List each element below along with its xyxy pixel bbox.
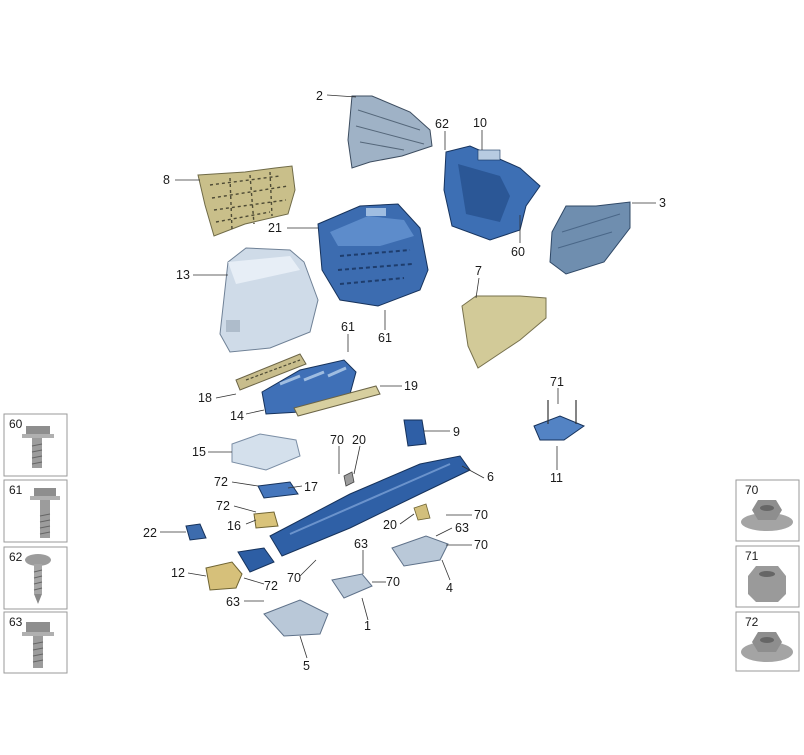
fastener-box-60: 60: [3, 413, 68, 477]
flange-bolt-icon: [22, 426, 54, 468]
callout-3: 3: [659, 196, 666, 210]
callout-72-top: 72: [214, 475, 228, 489]
callout-14: 14: [230, 409, 244, 423]
part-18-foam-strip[interactable]: [235, 353, 307, 391]
svg-text:70: 70: [745, 483, 759, 497]
callout-5: 5: [303, 659, 310, 673]
svg-text:71: 71: [745, 549, 759, 563]
fastener-box-71: 71: [735, 545, 800, 608]
callout-16: 16: [227, 519, 241, 533]
part-9-bracket[interactable]: [403, 419, 427, 447]
callout-11: 11: [550, 471, 563, 485]
callout-6: 6: [487, 470, 494, 484]
svg-text:63: 63: [9, 615, 23, 629]
callout-12: 12: [171, 566, 185, 580]
fastener-legend-left: 60 61 62: [3, 413, 68, 674]
callout-22: 22: [143, 526, 157, 540]
fastener-box-62: 62: [3, 546, 68, 610]
part-14-tray[interactable]: [261, 359, 357, 415]
part-2-side-panel[interactable]: [347, 95, 433, 169]
callout-70-center: 70: [386, 575, 400, 589]
part-3-side-panel-right[interactable]: [549, 201, 631, 275]
callout-62: 62: [435, 117, 449, 131]
callout-20-mid: 20: [383, 518, 397, 532]
hex-bolt-icon: [22, 622, 54, 668]
svg-text:61: 61: [9, 483, 23, 497]
callout-70-top: 70: [330, 433, 344, 447]
leader-lines: [160, 94, 656, 659]
callout-71: 71: [550, 375, 564, 389]
callout-19: 19: [404, 379, 418, 393]
flange-bolt-long-icon: [30, 488, 60, 538]
callout-60: 60: [511, 245, 525, 259]
part-17-bracket[interactable]: [257, 481, 299, 499]
part-7-trim-pad[interactable]: [461, 295, 547, 369]
fastener-box-63: 63: [3, 611, 68, 674]
callout-numbers: 2 8 62 10 60 3 21 13 7 61 61 18 19 14 9 …: [143, 89, 666, 673]
fastener-box-72: 72: [735, 611, 800, 672]
svg-text:72: 72: [745, 615, 759, 629]
part-11-mounting-bracket[interactable]: [533, 400, 586, 441]
hex-nut-icon: [748, 566, 786, 602]
callout-18: 18: [198, 391, 212, 405]
part-15-cover[interactable]: [231, 433, 301, 471]
callout-70-right-mid: 70: [474, 538, 488, 552]
part-20-clip-upper[interactable]: [343, 471, 355, 487]
callout-72-bottom: 72: [264, 579, 278, 593]
part-19-trim-strip[interactable]: [293, 385, 381, 417]
callout-63-left: 63: [226, 595, 240, 609]
flange-nut-icon: [741, 500, 793, 531]
callout-70-right-top: 70: [474, 508, 488, 522]
callout-7: 7: [475, 264, 482, 278]
fastener-legend-right: 70 71 72: [735, 479, 800, 672]
callout-9: 9: [453, 425, 460, 439]
part-8-insulation-panel[interactable]: [197, 165, 296, 237]
callout-10: 10: [473, 116, 487, 130]
callout-63-center: 63: [354, 537, 368, 551]
callout-70-left: 70: [287, 571, 301, 585]
part-1-mounting-plate[interactable]: [331, 573, 373, 599]
svg-text:62: 62: [9, 550, 23, 564]
callout-8: 8: [163, 173, 170, 187]
callout-61-top: 61: [341, 320, 355, 334]
part-20-clip-lower[interactable]: [413, 503, 431, 521]
callout-2: 2: [316, 89, 323, 103]
svg-text:60: 60: [9, 417, 23, 431]
callout-1: 1: [364, 619, 371, 633]
callout-15: 15: [192, 445, 206, 459]
part-5-mounting-plate[interactable]: [263, 599, 329, 637]
part-21-console-body[interactable]: [317, 203, 429, 307]
callout-21: 21: [268, 221, 282, 235]
fastener-box-61: 61: [3, 479, 68, 543]
fastener-box-70: 70: [735, 479, 800, 542]
callout-63-right: 63: [455, 521, 469, 535]
part-10-front-trim[interactable]: [443, 145, 541, 241]
callout-17: 17: [304, 480, 318, 494]
part-12-actuator[interactable]: [205, 547, 275, 591]
pan-head-screw-icon: [25, 554, 51, 604]
callout-20-top: 20: [352, 433, 366, 447]
flange-nut-small-icon: [741, 632, 793, 662]
part-4-mounting-plate[interactable]: [391, 535, 449, 567]
callout-4: 4: [446, 581, 453, 595]
part-22-connector[interactable]: [185, 523, 207, 541]
part-16-module[interactable]: [253, 511, 279, 529]
callout-61-right: 61: [378, 331, 392, 345]
callout-13: 13: [176, 268, 190, 282]
part-13-armrest-shell[interactable]: [219, 247, 319, 353]
callout-72-mid: 72: [216, 499, 230, 513]
